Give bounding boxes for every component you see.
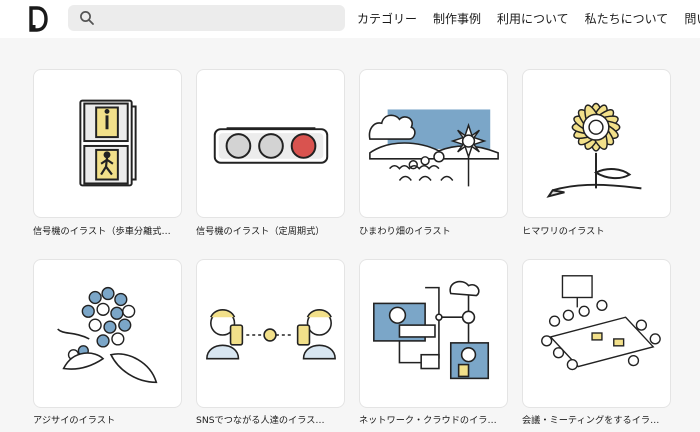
nav-item-contact[interactable]: 問い <box>684 12 700 26</box>
site-header: カテゴリー 制作事例 利用について 私たちについて 問い <box>0 0 700 38</box>
card-title[interactable]: アジサイのイラスト <box>33 415 116 426</box>
sns-people-illustration <box>206 309 336 360</box>
card-pedestrian-signal[interactable] <box>33 69 182 218</box>
card-hydrangea[interactable] <box>33 259 182 408</box>
card-title[interactable]: 会議・ミーティングをするイラ… <box>522 415 660 426</box>
card-title[interactable]: 信号機のイラスト（歩車分離式… <box>33 226 171 237</box>
nav-item-category[interactable]: カテゴリー <box>357 12 418 26</box>
card-network-cloud[interactable] <box>359 259 508 408</box>
card-title[interactable]: ひまわり畑のイラスト <box>359 226 451 237</box>
search-icon <box>80 11 94 25</box>
sunflower-field-illustration <box>368 109 499 187</box>
pedestrian-signal-illustration <box>79 99 137 187</box>
search-box[interactable] <box>68 5 345 31</box>
nav-item-works[interactable]: 制作事例 <box>433 12 482 26</box>
sunflower-illustration <box>546 102 642 198</box>
card-sunflower[interactable] <box>522 69 671 218</box>
nav-item-usage[interactable]: 利用について <box>497 12 569 26</box>
meeting-illustration <box>541 275 661 371</box>
site-logo[interactable] <box>28 6 48 32</box>
network-cloud-illustration <box>373 280 490 380</box>
card-title[interactable]: 信号機のイラスト（定周期式） <box>196 226 325 237</box>
main-nav: カテゴリー 制作事例 利用について 私たちについて 問い <box>357 0 700 38</box>
card-title[interactable]: SNSでつながる人達のイラス… <box>196 415 325 426</box>
search-input[interactable] <box>102 5 337 31</box>
card-sunflower-field[interactable] <box>359 69 508 218</box>
card-sns-people[interactable] <box>196 259 345 408</box>
traffic-light-illustration <box>213 127 329 164</box>
card-title[interactable]: ネットワーク・クラウドのイラ… <box>359 415 497 426</box>
hydrangea-illustration <box>57 286 158 384</box>
nav-item-about[interactable]: 私たちについて <box>584 12 669 26</box>
card-traffic-light[interactable] <box>196 69 345 218</box>
card-title[interactable]: ヒマワリのイラスト <box>522 226 605 237</box>
card-meeting[interactable] <box>522 259 671 408</box>
